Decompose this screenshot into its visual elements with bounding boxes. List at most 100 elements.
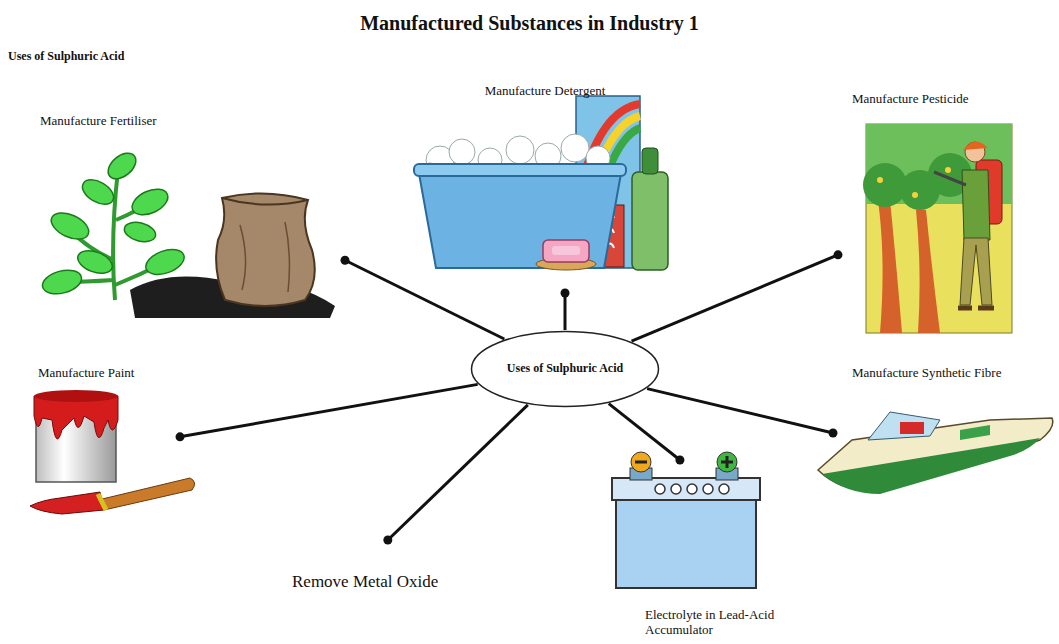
connector — [341, 256, 505, 339]
use-item: Manufacture Detergent — [415, 84, 675, 293]
diagram-title: Manufactured Substances in Industry 1 — [0, 12, 1059, 35]
connector-dot — [834, 250, 843, 259]
connector-line — [647, 389, 833, 433]
battery-picture — [635, 461, 647, 464]
battery-picture — [703, 484, 713, 494]
pesticide-picture — [877, 177, 883, 183]
connector-dot — [829, 429, 838, 438]
connector-line — [388, 405, 528, 540]
use-label: Manufacture Detergent — [485, 84, 606, 99]
pesticide-picture — [962, 170, 990, 240]
detergent-picture — [552, 246, 580, 255]
battery-picture — [655, 484, 665, 494]
use-label: Manufacture Paint — [38, 366, 134, 381]
detergent-picture — [449, 139, 475, 165]
pesticide-picture — [958, 306, 994, 311]
connector-line — [632, 255, 838, 341]
fertiliser-picture — [40, 148, 335, 318]
connector — [609, 404, 685, 465]
fertiliser-picture — [40, 148, 188, 298]
pesticide-picture — [866, 124, 1012, 333]
detergent-picture — [543, 240, 589, 262]
use-label: Manufacture Synthetic Fibre — [852, 366, 1001, 381]
use-label: Electrolyte in Lead-Acid Accumulator — [645, 608, 815, 638]
boat-picture — [822, 438, 1040, 494]
pesticide-picture — [960, 238, 992, 305]
use-item: Manufacture Paint — [20, 366, 180, 520]
pesticide-picture — [877, 167, 951, 198]
fertiliser-picture — [122, 219, 158, 245]
battery-picture — [655, 484, 729, 494]
pesticide-picture — [863, 124, 1012, 333]
connector-line — [345, 260, 504, 339]
pesticide-picture — [916, 210, 940, 333]
battery-picture — [612, 478, 760, 500]
paint-picture — [34, 390, 118, 402]
fertiliser-picture — [222, 198, 308, 205]
use-item: Manufacture Fertiliser — [35, 114, 345, 320]
connector-line — [609, 404, 680, 460]
battery-picture — [631, 452, 651, 472]
battery-picture — [717, 452, 737, 472]
pesticide-picture — [863, 163, 907, 207]
connector — [383, 405, 527, 545]
paint-picture — [34, 396, 118, 439]
connector-dot — [561, 289, 570, 298]
battery-picture — [719, 484, 729, 494]
detergent-picture — [414, 96, 668, 270]
pesticide-picture — [912, 192, 918, 198]
center-label: Uses of Sulphuric Acid — [507, 362, 623, 376]
detergent-picture — [561, 134, 589, 162]
fertiliser-picture — [47, 208, 93, 245]
boat-picture — [960, 425, 990, 440]
battery-picture — [721, 456, 733, 468]
pesticide-picture — [945, 167, 951, 173]
ellipse-outline — [472, 332, 659, 407]
fertiliser-picture — [78, 175, 117, 209]
use-item: Manufacture Pesticide — [838, 92, 1015, 335]
boat-picture — [868, 412, 940, 440]
boat-picture — [900, 422, 924, 434]
detergent-picture — [414, 164, 626, 176]
battery-picture — [671, 484, 681, 494]
connector — [561, 289, 570, 331]
fertiliser-picture — [103, 148, 140, 184]
pesticide-picture — [863, 153, 972, 210]
pesticide-picture — [934, 172, 966, 185]
detergent-picture — [642, 148, 658, 174]
fertiliser-picture — [216, 193, 315, 306]
fertiliser-picture — [75, 246, 116, 277]
connector-line — [564, 293, 567, 330]
detergent-picture — [506, 136, 534, 164]
boat-picture — [818, 412, 1053, 494]
subtitle-label: Uses of Sulphuric Acid — [8, 49, 124, 64]
use-label: Remove Metal Oxide — [292, 572, 438, 592]
battery-picture — [687, 484, 697, 494]
fertiliser-picture — [128, 184, 172, 220]
battery-picture — [612, 452, 760, 588]
use-item: Manufacture Synthetic Fibre — [833, 366, 1055, 500]
center-ellipse: Uses of Sulphuric Acid — [470, 330, 660, 408]
paint-picture — [98, 494, 106, 510]
fertiliser-picture — [142, 245, 187, 279]
detergent-picture — [418, 168, 622, 268]
paint-picture — [30, 390, 195, 514]
use-label: Manufacture Pesticide — [852, 92, 969, 107]
connector-dot — [383, 536, 392, 545]
connector-dot — [675, 456, 684, 465]
paint-picture — [30, 492, 104, 514]
connector — [647, 389, 837, 438]
detergent-picture — [632, 172, 668, 270]
use-item: Remove Metal Oxide — [288, 540, 480, 594]
pesticide-picture — [878, 200, 902, 333]
connector-dot — [341, 256, 350, 265]
fertiliser-picture — [40, 266, 84, 298]
paint-picture — [98, 478, 195, 510]
use-label: Manufacture Fertiliser — [40, 114, 157, 129]
battery-picture — [616, 498, 756, 588]
pesticide-picture — [963, 141, 988, 150]
connector — [632, 250, 843, 341]
connector — [176, 384, 478, 441]
connector-line — [180, 384, 478, 436]
